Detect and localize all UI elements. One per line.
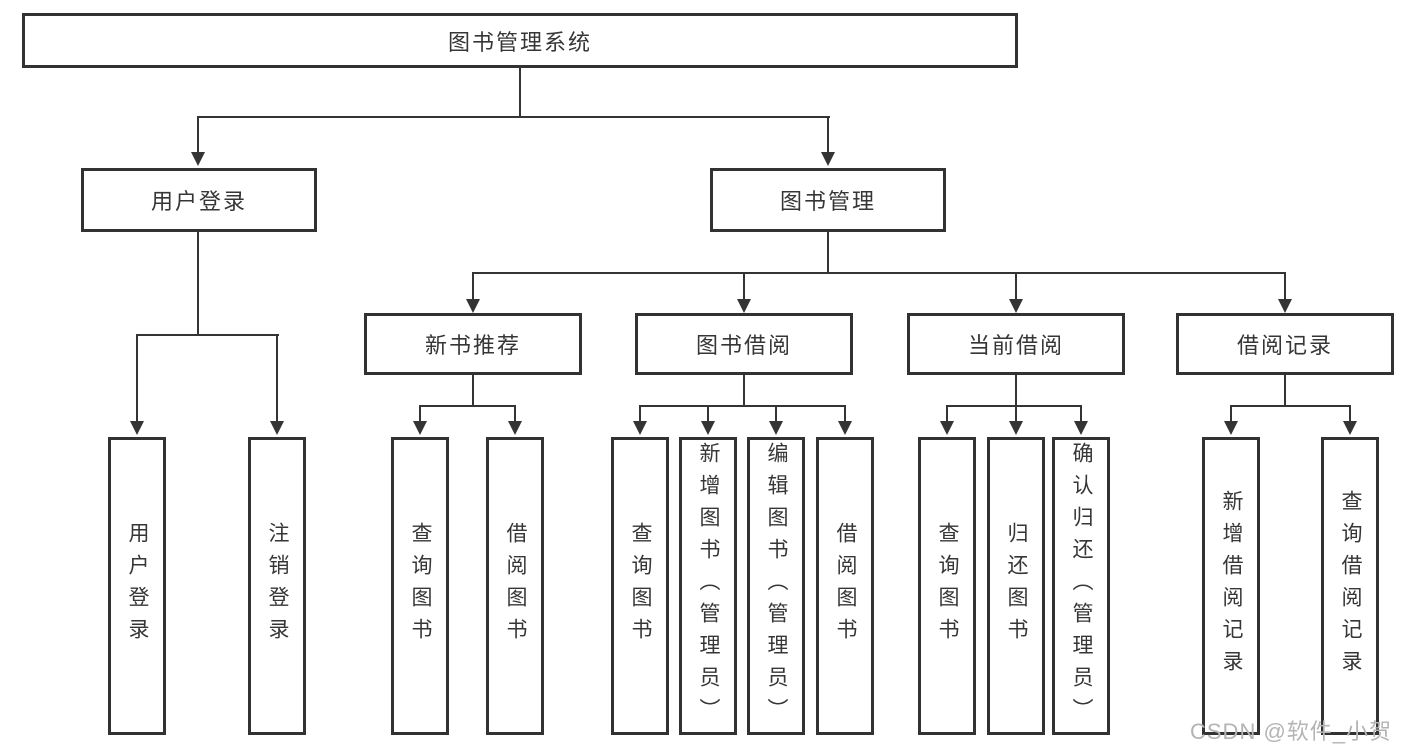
arrow-down-icon bbox=[769, 421, 783, 435]
leaf-add-borrow-record-label: 新增借阅记录 bbox=[1220, 490, 1243, 682]
connector-line bbox=[1015, 272, 1017, 299]
connector-line bbox=[707, 405, 709, 421]
connector-line bbox=[1349, 405, 1351, 421]
arrow-down-icon bbox=[508, 421, 522, 435]
arrow-down-icon bbox=[270, 421, 284, 435]
connector-line bbox=[519, 66, 521, 118]
arrow-down-icon bbox=[1009, 299, 1023, 313]
connector-line bbox=[1080, 405, 1082, 421]
connector-line bbox=[419, 405, 421, 421]
leaf-query-books-recommend: 查询图书 bbox=[391, 437, 449, 735]
node-new-book-recommendation: 新书推荐 bbox=[364, 313, 582, 375]
arrow-down-icon bbox=[821, 152, 835, 166]
leaf-query-books-borrowing-label: 查询图书 bbox=[629, 522, 652, 650]
node-borrowing-records-label: 借阅记录 bbox=[1236, 333, 1333, 358]
node-user-login: 用户登录 bbox=[81, 168, 317, 232]
connector-line bbox=[136, 334, 138, 421]
leaf-add-borrow-record: 新增借阅记录 bbox=[1202, 437, 1260, 735]
node-user-login-label: 用户登录 bbox=[150, 189, 247, 214]
arrow-down-icon bbox=[466, 299, 480, 313]
leaf-add-books-admin-label: 新增图书（管理员） bbox=[697, 442, 720, 730]
arrow-down-icon bbox=[838, 421, 852, 435]
connector-line bbox=[844, 405, 846, 421]
leaf-edit-books-admin-label: 编辑图书（管理员） bbox=[765, 442, 788, 730]
leaf-borrow-books-recommend: 借阅图书 bbox=[486, 437, 544, 735]
connector-line bbox=[1230, 405, 1232, 421]
connector-line bbox=[197, 116, 830, 118]
node-book-borrowing-label: 图书借阅 bbox=[695, 333, 792, 358]
node-root: 图书管理系统 bbox=[22, 13, 1018, 68]
leaf-query-books-borrowing: 查询图书 bbox=[611, 437, 669, 735]
arrow-down-icon bbox=[1278, 299, 1292, 313]
connector-line bbox=[1015, 405, 1017, 421]
node-current-borrowing-label: 当前借阅 bbox=[967, 333, 1064, 358]
leaf-confirm-return-admin-label: 确认归还（管理员） bbox=[1070, 442, 1093, 730]
leaf-query-books-current: 查询图书 bbox=[918, 437, 976, 735]
node-current-borrowing: 当前借阅 bbox=[907, 313, 1125, 375]
arrow-down-icon bbox=[633, 421, 647, 435]
leaf-user-login-label: 用户登录 bbox=[126, 522, 149, 650]
leaf-edit-books-admin: 编辑图书（管理员） bbox=[747, 437, 805, 735]
leaf-borrow-books-borrowing: 借阅图书 bbox=[816, 437, 874, 735]
connector-line bbox=[472, 375, 474, 406]
arrow-down-icon bbox=[130, 421, 144, 435]
connector-line bbox=[639, 405, 846, 407]
arrow-down-icon bbox=[1343, 421, 1357, 435]
connector-line bbox=[946, 405, 948, 421]
leaf-return-books: 归还图书 bbox=[987, 437, 1045, 735]
csdn-watermark: CSDN @软件_小贺同学 bbox=[1190, 719, 1393, 744]
node-book-management-label: 图书管理 bbox=[779, 189, 876, 214]
arrow-down-icon bbox=[413, 421, 427, 435]
connector-line bbox=[197, 116, 199, 154]
leaf-query-borrow-record-label: 查询借阅记录 bbox=[1339, 490, 1362, 682]
connector-line bbox=[419, 405, 516, 407]
leaf-query-books-recommend-label: 查询图书 bbox=[409, 522, 432, 650]
leaf-confirm-return-admin: 确认归还（管理员） bbox=[1052, 437, 1110, 735]
connector-line bbox=[946, 405, 1082, 407]
connector-line bbox=[514, 405, 516, 421]
connector-line bbox=[472, 272, 1286, 274]
connector-line bbox=[743, 272, 745, 299]
arrow-down-icon bbox=[191, 152, 205, 166]
leaf-user-login: 用户登录 bbox=[108, 437, 166, 735]
leaf-borrow-books-recommend-label: 借阅图书 bbox=[504, 522, 527, 650]
connector-line bbox=[639, 405, 641, 421]
arrow-down-icon bbox=[737, 299, 751, 313]
node-root-label: 图书管理系统 bbox=[447, 29, 592, 55]
leaf-logout-label: 注销登录 bbox=[266, 522, 289, 650]
leaf-add-books-admin: 新增图书（管理员） bbox=[679, 437, 737, 735]
node-new-book-recommendation-label: 新书推荐 bbox=[424, 333, 521, 358]
connector-line bbox=[1230, 405, 1351, 407]
connector-line bbox=[1015, 375, 1017, 406]
node-borrowing-records: 借阅记录 bbox=[1176, 313, 1394, 375]
connector-line bbox=[197, 232, 199, 336]
connector-line bbox=[775, 405, 777, 421]
leaf-query-books-current-label: 查询图书 bbox=[936, 522, 959, 650]
leaf-borrow-books-borrowing-label: 借阅图书 bbox=[834, 522, 857, 650]
connector-line bbox=[827, 116, 829, 154]
arrow-down-icon bbox=[1009, 421, 1023, 435]
connector-line bbox=[276, 334, 278, 421]
arrow-down-icon bbox=[940, 421, 954, 435]
connector-line bbox=[472, 272, 474, 299]
connector-line bbox=[827, 232, 829, 274]
connector-line bbox=[136, 334, 279, 336]
connector-line bbox=[1284, 272, 1286, 299]
leaf-return-books-label: 归还图书 bbox=[1005, 522, 1028, 650]
connector-line bbox=[1284, 375, 1286, 406]
leaf-logout: 注销登录 bbox=[248, 437, 306, 735]
node-book-borrowing: 图书借阅 bbox=[635, 313, 853, 375]
leaf-query-borrow-record: 查询借阅记录 bbox=[1321, 437, 1379, 735]
arrow-down-icon bbox=[701, 421, 715, 435]
node-book-management: 图书管理 bbox=[710, 168, 946, 232]
arrow-down-icon bbox=[1074, 421, 1088, 435]
arrow-down-icon bbox=[1224, 421, 1238, 435]
connector-line bbox=[743, 375, 745, 406]
